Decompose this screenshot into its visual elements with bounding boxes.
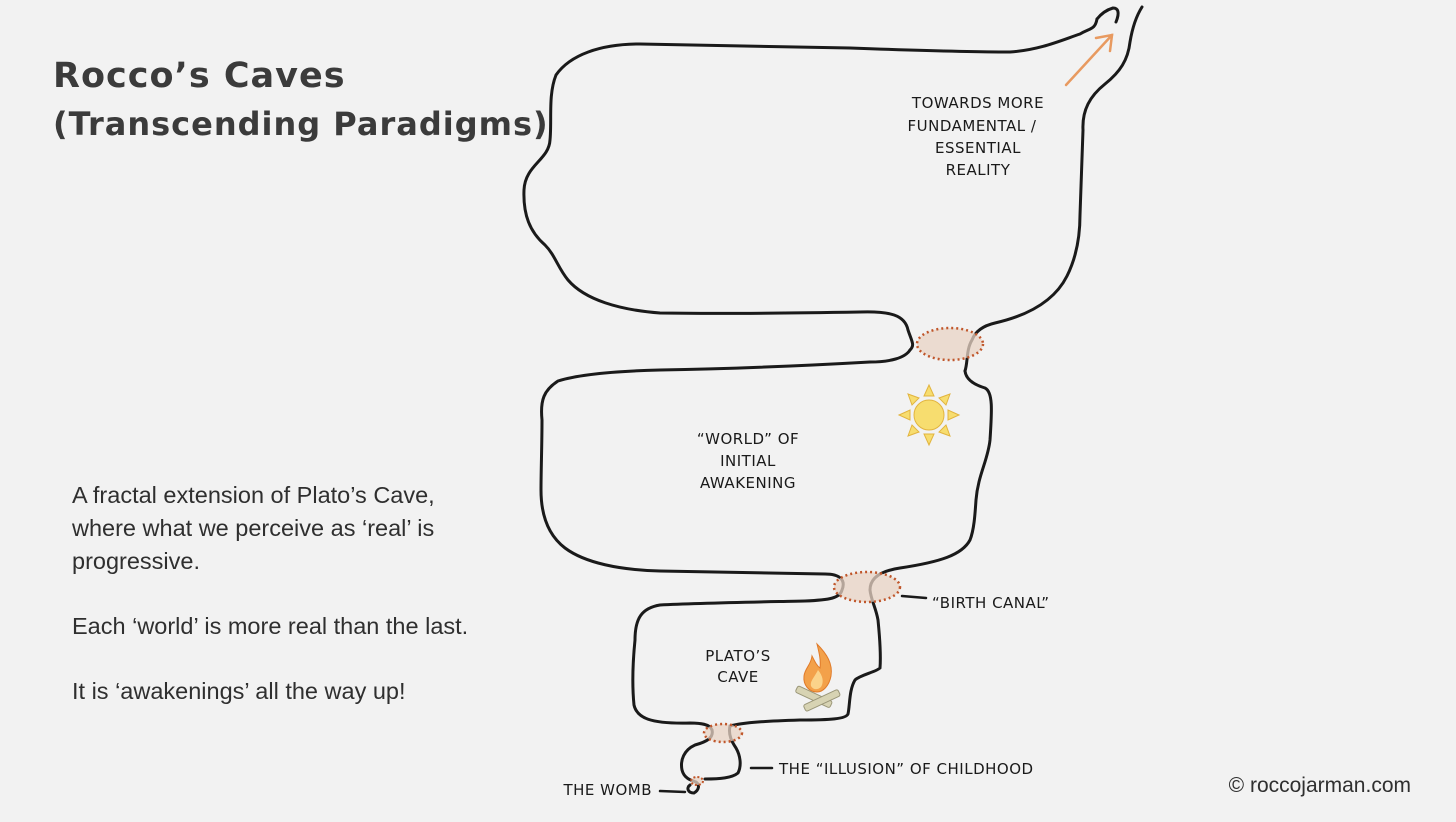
title-line-2: (Transcending Paradigms) (53, 105, 549, 143)
middle-cave-outline (539, 348, 912, 732)
title-line-1: Rocco’s Caves (53, 56, 346, 96)
label-plato-1: PLATO’S (705, 647, 771, 665)
copyright-text: © roccojarman.com (1228, 774, 1411, 797)
passage-top (915, 326, 985, 362)
top-cave-inner-edge (1095, 6, 1120, 24)
label-towards-3: ESSENTIAL (935, 139, 1021, 157)
label-plato-2: CAVE (717, 668, 759, 686)
sun-icon (897, 383, 961, 447)
birth-canal-leader (900, 594, 928, 600)
description-paragraph-3: It is ‘awakenings’ all the way up! (72, 678, 406, 704)
arrow-up-icon (1064, 33, 1114, 87)
womb-leader (658, 789, 687, 794)
campfire-icon (795, 642, 841, 712)
label-world-2: INITIAL (720, 452, 776, 470)
description: A fractal extension of Plato’s Cave, whe… (72, 479, 492, 740)
womb-outline (680, 728, 714, 795)
top-cave-right-wall (963, 5, 1144, 373)
passage-childhood (702, 722, 744, 744)
description-paragraph-2: Each ‘world’ is more real than the last. (72, 613, 469, 639)
label-world-1: “WORLD” OF (697, 430, 799, 448)
description-paragraph-1: A fractal extension of Plato’s Cave, whe… (72, 482, 435, 574)
top-cave-outline (522, 17, 1099, 352)
label-womb: THE WOMB (562, 781, 652, 799)
label-towards-2: FUNDAMENTAL / (908, 117, 1037, 135)
label-towards-1: TOWARDS MORE (911, 94, 1044, 112)
passage-birth-canal (832, 570, 902, 604)
label-birth-canal: “BIRTH CANAL” (932, 594, 1049, 612)
page-title: Rocco’s Caves (Transcending Paradigms) (53, 52, 549, 148)
label-towards-4: REALITY (946, 161, 1011, 179)
passage-womb (690, 776, 704, 786)
label-childhood: THE “ILLUSION” OF CHILDHOOD (778, 760, 1034, 778)
middle-cave-right-wall (728, 369, 993, 728)
label-world-3: AWAKENING (700, 474, 796, 492)
